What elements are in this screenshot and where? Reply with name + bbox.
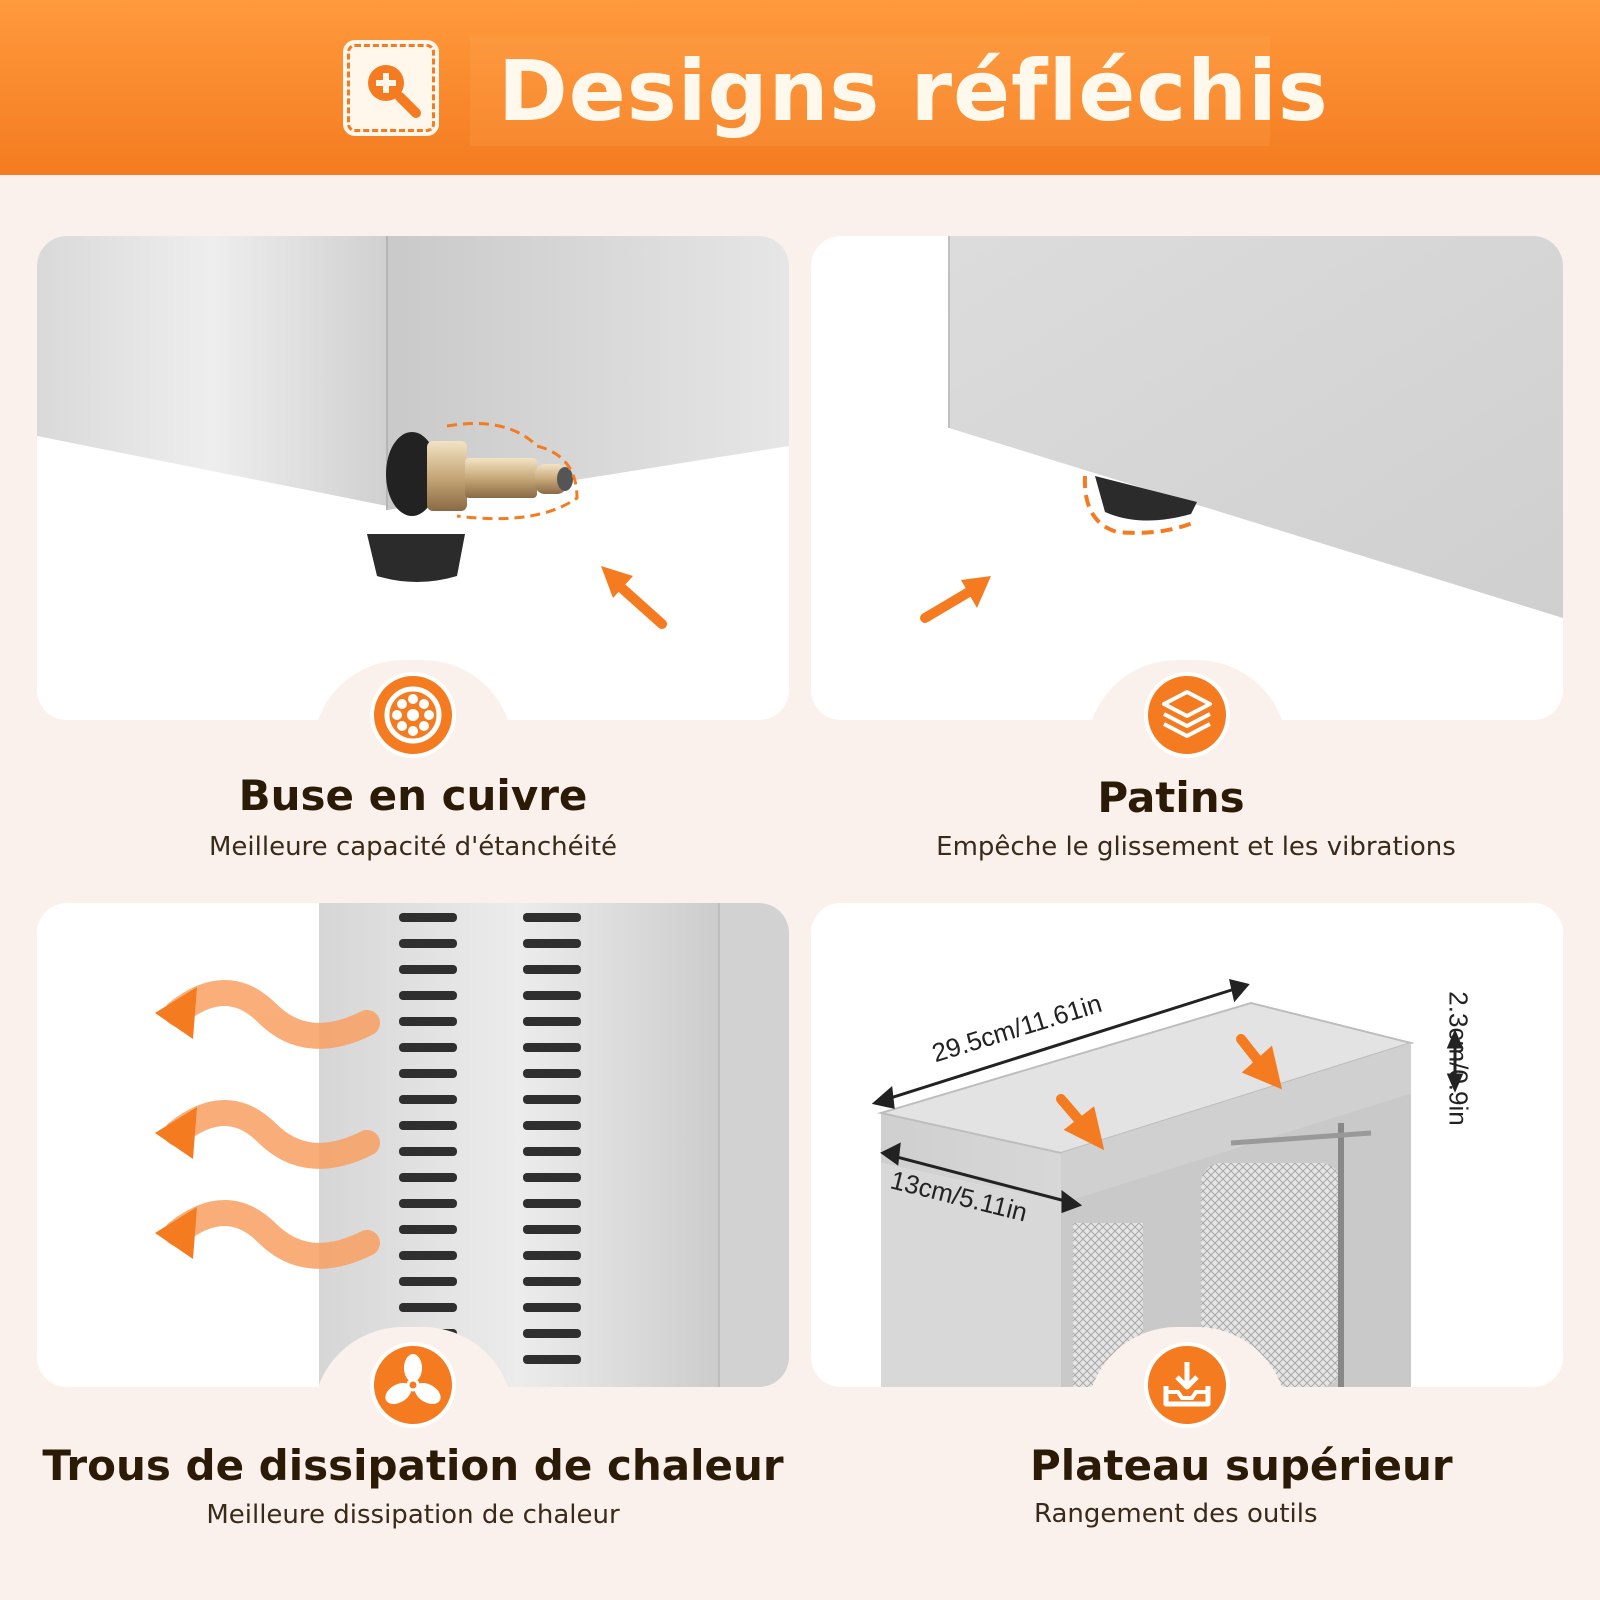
page-title: Designs réfléchis bbox=[470, 36, 1328, 146]
tray-download-icon bbox=[1144, 1342, 1230, 1428]
feature-subtitle-vents: Meilleure dissipation de chaleur bbox=[206, 1500, 620, 1530]
fan-icon bbox=[370, 1342, 456, 1428]
dimension-height: 2.3cm/0.9in bbox=[1443, 991, 1474, 1126]
feet-photo bbox=[811, 236, 1563, 720]
feature-subtitle-nozzle: Meilleure capacité d'étanchéité bbox=[208, 832, 618, 862]
feature-subtitle-tray: Rangement des outils bbox=[1034, 1499, 1318, 1529]
magnifier-plus-icon bbox=[343, 40, 439, 136]
header-banner: Designs réfléchis bbox=[0, 0, 1600, 175]
vents-photo bbox=[37, 903, 789, 1387]
feature-title-feet: Patins bbox=[1097, 773, 1245, 822]
feature-title-tray: Plateau supérieur bbox=[1030, 1441, 1453, 1490]
nozzle-photo bbox=[37, 236, 789, 720]
tray-photo: 29.5cm/11.61in 13cm/5.11in 2.3cm/0.9in bbox=[811, 903, 1563, 1387]
feature-title-vents: Trous de dissipation de chaleur bbox=[42, 1441, 784, 1490]
feature-subtitle-feet: Empêche le glissement et les vibrations bbox=[936, 832, 1456, 862]
feature-title-nozzle: Buse en cuivre bbox=[238, 771, 588, 820]
layers-icon bbox=[1144, 672, 1230, 758]
gear-ring-icon bbox=[370, 672, 456, 758]
